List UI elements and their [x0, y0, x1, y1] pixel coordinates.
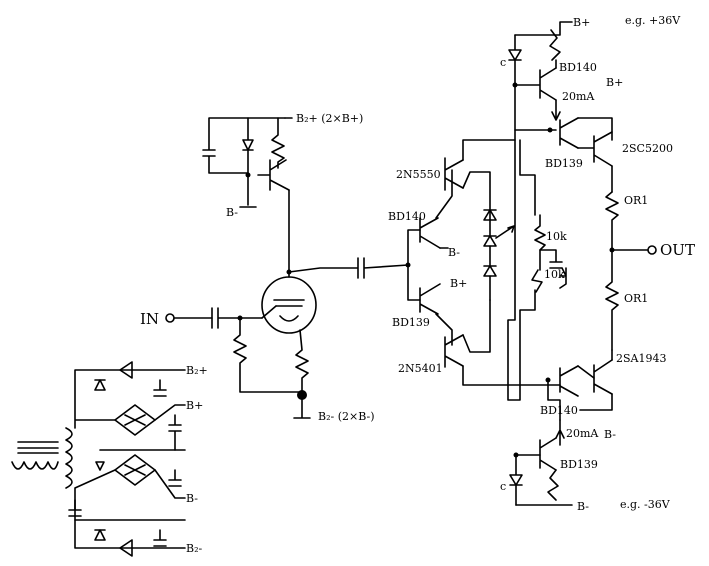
label-2n5401: 2N5401	[398, 362, 443, 375]
label-eg-minus: e.g. -36V	[620, 498, 671, 511]
label-eg-plus: e.g. +36V	[625, 14, 681, 27]
input-capacitor	[211, 307, 263, 329]
label-c-top: c	[500, 56, 506, 69]
label-2sa1943: 2SA1943	[616, 352, 666, 365]
coupling-capacitor	[288, 257, 411, 279]
label-ps-b2-plus: B₂+	[186, 364, 208, 377]
label-b-minus-mid: B-	[604, 428, 616, 441]
transformer	[11, 427, 73, 489]
driver-rails	[507, 129, 536, 401]
label-ps-b-minus: B-	[186, 492, 198, 505]
2sc5200-transistor	[577, 131, 613, 193]
label-2sc5200: 2SC5200	[622, 142, 673, 155]
label-b2-minus: B₂- (2×B-)	[318, 410, 375, 423]
label-bd140-top: BD140	[559, 61, 597, 74]
supply-wiring	[68, 361, 186, 557]
label-or1-top: OR1	[624, 194, 648, 207]
label-20ma-bottom: 20mA	[566, 427, 599, 440]
bridge-rectifier-upper	[114, 404, 156, 436]
tube-ccs	[202, 117, 293, 208]
label-b-plus-top: B+	[573, 16, 590, 29]
2n5550-transistor	[435, 139, 516, 221]
label-or1-bottom: OR1	[624, 292, 648, 305]
label-ps-b-plus: B+	[186, 399, 203, 412]
bias-network-10k	[531, 214, 567, 293]
input-wire	[165, 313, 213, 323]
label-20ma-top: 20mA	[562, 90, 595, 103]
label-ps-b2-minus: B₂-	[186, 542, 202, 555]
label-b-plus-right: B+	[606, 76, 623, 89]
label-bd140-bottom: BD140	[540, 404, 578, 417]
label-c-bottom: c	[500, 480, 506, 493]
emitter-resistor-top	[605, 191, 619, 251]
vacuum-tube	[261, 276, 317, 334]
bd140-driver	[519, 365, 595, 397]
input-split	[407, 229, 421, 301]
bias-diode-string	[483, 209, 515, 301]
label-b-minus-bottom: B-	[577, 500, 589, 513]
label-b2-plus: B₂+ (2×B+)	[296, 112, 363, 125]
label-bd139-top: BD139	[545, 157, 583, 170]
plate-wire	[286, 189, 292, 278]
label-10k-b: 10k	[544, 268, 565, 281]
label-out: OUT	[660, 241, 695, 259]
label-2n5550: 2N5550	[396, 168, 441, 181]
ccs-top	[508, 21, 573, 133]
label-in: IN	[140, 310, 159, 328]
bd139-pre-transistor	[419, 283, 441, 315]
grid-resistor	[233, 315, 301, 393]
cathode-resistor	[293, 329, 311, 419]
2n5401-transistor	[435, 299, 521, 386]
2sa1943-transistor	[579, 349, 613, 411]
bd140-pre-transistor	[419, 217, 449, 249]
label-b-minus-pre: B-	[448, 246, 460, 259]
label-b-minus-vamp: B-	[226, 206, 238, 219]
bd139-driver	[559, 117, 613, 149]
label-bd139-bottom: BD139	[560, 458, 598, 471]
output-node	[609, 245, 657, 255]
bridge-rectifier-lower	[114, 454, 156, 486]
emitter-resistor-bottom	[605, 249, 619, 351]
label-10k-a: 10k	[546, 230, 567, 243]
label-bd139-pre: BD139	[392, 316, 430, 329]
ccs-bottom	[509, 379, 573, 506]
label-bd140-pre: BD140	[388, 210, 426, 223]
label-b-plus-pre: B+	[450, 277, 467, 290]
